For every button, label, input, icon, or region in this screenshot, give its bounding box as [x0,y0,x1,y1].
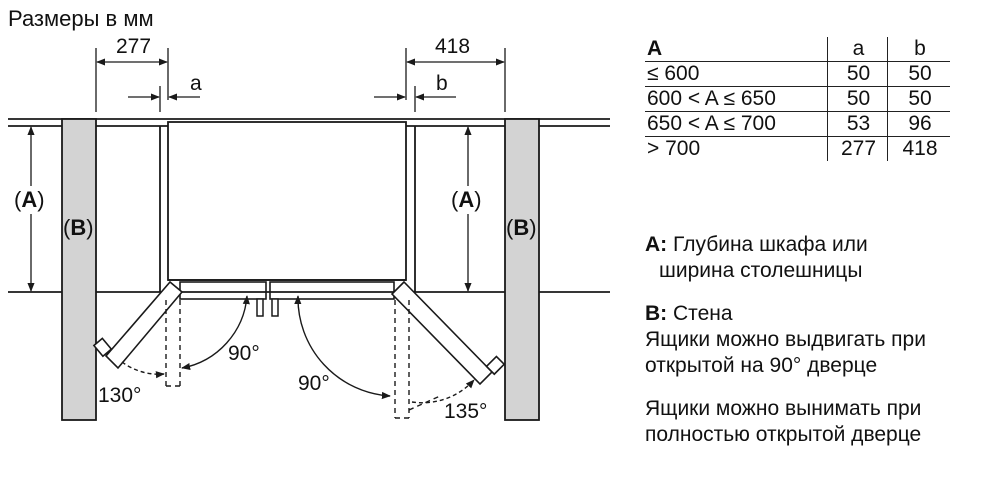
door-handles [256,298,279,317]
niche-panels [159,126,416,292]
angle-right-90: 90° [298,372,330,395]
legend-drawers-90-line2: открытой на 90° дверце [645,354,878,377]
dim-a-label: a [190,72,202,95]
legend-a-line2: ширина столешницы [659,259,863,282]
legend-a-key: A: [645,233,668,256]
legend-a-line1: Глубина шкафа или [673,233,868,256]
table-header-a: a [827,37,888,62]
right-open-door [390,280,506,386]
dim-418 [405,48,506,112]
angle-arcs [121,295,475,404]
table-cell: > 700 [647,137,701,160]
table-cell: 50 [827,61,888,87]
dim-277 [95,48,169,112]
table-row: 650 < A ≤ 700 53 96 [645,111,950,137]
angle-left-130: 130° [98,384,141,407]
dim-a [128,86,200,112]
dim-b-label: b [436,72,448,95]
legend-drawers-full: Ящики можно вынимать при полностью откры… [645,396,921,448]
table-cell: ≤ 600 [645,61,828,87]
wall-right-label: (B) [506,215,537,240]
dim-418-label: 418 [435,35,470,58]
legend-b-text: Стена [673,302,733,325]
table-header-b: b [887,37,950,62]
legend-b: B: Стена Ящики можно выдвигать при откры… [645,301,926,379]
table-cell: 600 < A ≤ 650 [645,86,828,112]
dim-277-label: 277 [116,35,151,58]
legend-a: A: Глубина шкафа или ширина столешницы [645,232,868,284]
legend-b-key: B: [645,302,668,325]
table-cell: 50 [887,61,950,87]
wall-right [504,118,540,421]
table-cell: 50 [827,86,888,112]
dashed-positions [165,300,441,419]
table-cell: 53 [827,111,888,137]
closed-doors [179,281,395,300]
table-header-A: A [645,37,828,62]
fridge-body [167,121,407,281]
table-header-row: A a b [645,37,950,62]
installation-diagram: Размеры в мм [8,6,610,423]
dimensions-table: A a b ≤ 600 50 50 600 < A ≤ 650 50 50 65… [645,37,950,161]
table-row: 600 < A ≤ 650 50 50 [645,86,950,112]
table-cell: 96 [887,111,950,137]
wall-left [61,118,97,421]
depth-right-label: (A) [451,187,482,212]
legend-drawers-90-line1: Ящики можно выдвигать при [645,328,926,351]
angle-left-90: 90° [228,342,260,365]
dim-b [374,86,456,112]
angle-right-135: 135° [444,400,487,423]
legend-drawers-full-line1: Ящики можно вынимать при [645,397,922,420]
table-cell: 650 < A ≤ 700 [645,111,828,137]
table-cell: 50 [887,86,950,112]
table-cell: 418 [887,136,950,161]
legend-drawers-full-line2: полностью открытой дверце [645,423,922,446]
wall-left-label: (B) [63,215,94,240]
table-row: > 700 277 418 [645,136,950,161]
page-title: Размеры в мм [8,6,154,31]
table-cell: 277 [827,136,888,161]
depth-left-label: (A) [14,187,45,212]
table-row: ≤ 600 50 50 [645,61,950,87]
left-open-door [92,280,184,370]
